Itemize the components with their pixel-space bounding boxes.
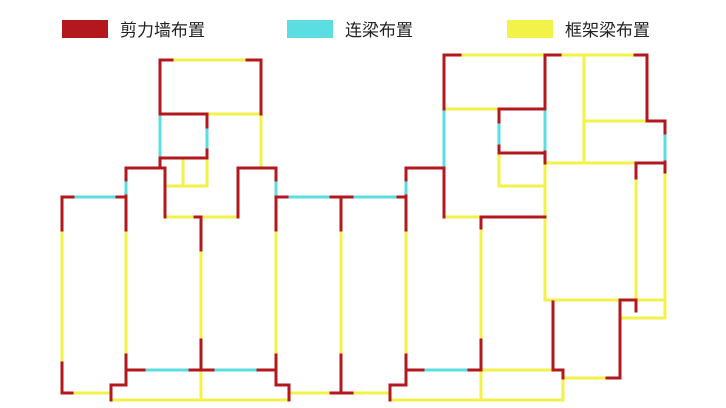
legend-frame-beam: 框架梁布置: [507, 16, 650, 41]
legend-shear-wall: 剪力墙布置: [62, 16, 205, 41]
legend-coupling-beam: 连梁布置: [287, 16, 413, 41]
frame-beam-swatch: [507, 19, 553, 38]
legend-label: 剪力墙布置: [120, 21, 205, 41]
shear-wall-swatch: [62, 19, 108, 38]
legend-label: 框架梁布置: [565, 21, 650, 41]
coupling-beam-swatch: [287, 19, 333, 38]
legend-label: 连梁布置: [345, 21, 413, 41]
